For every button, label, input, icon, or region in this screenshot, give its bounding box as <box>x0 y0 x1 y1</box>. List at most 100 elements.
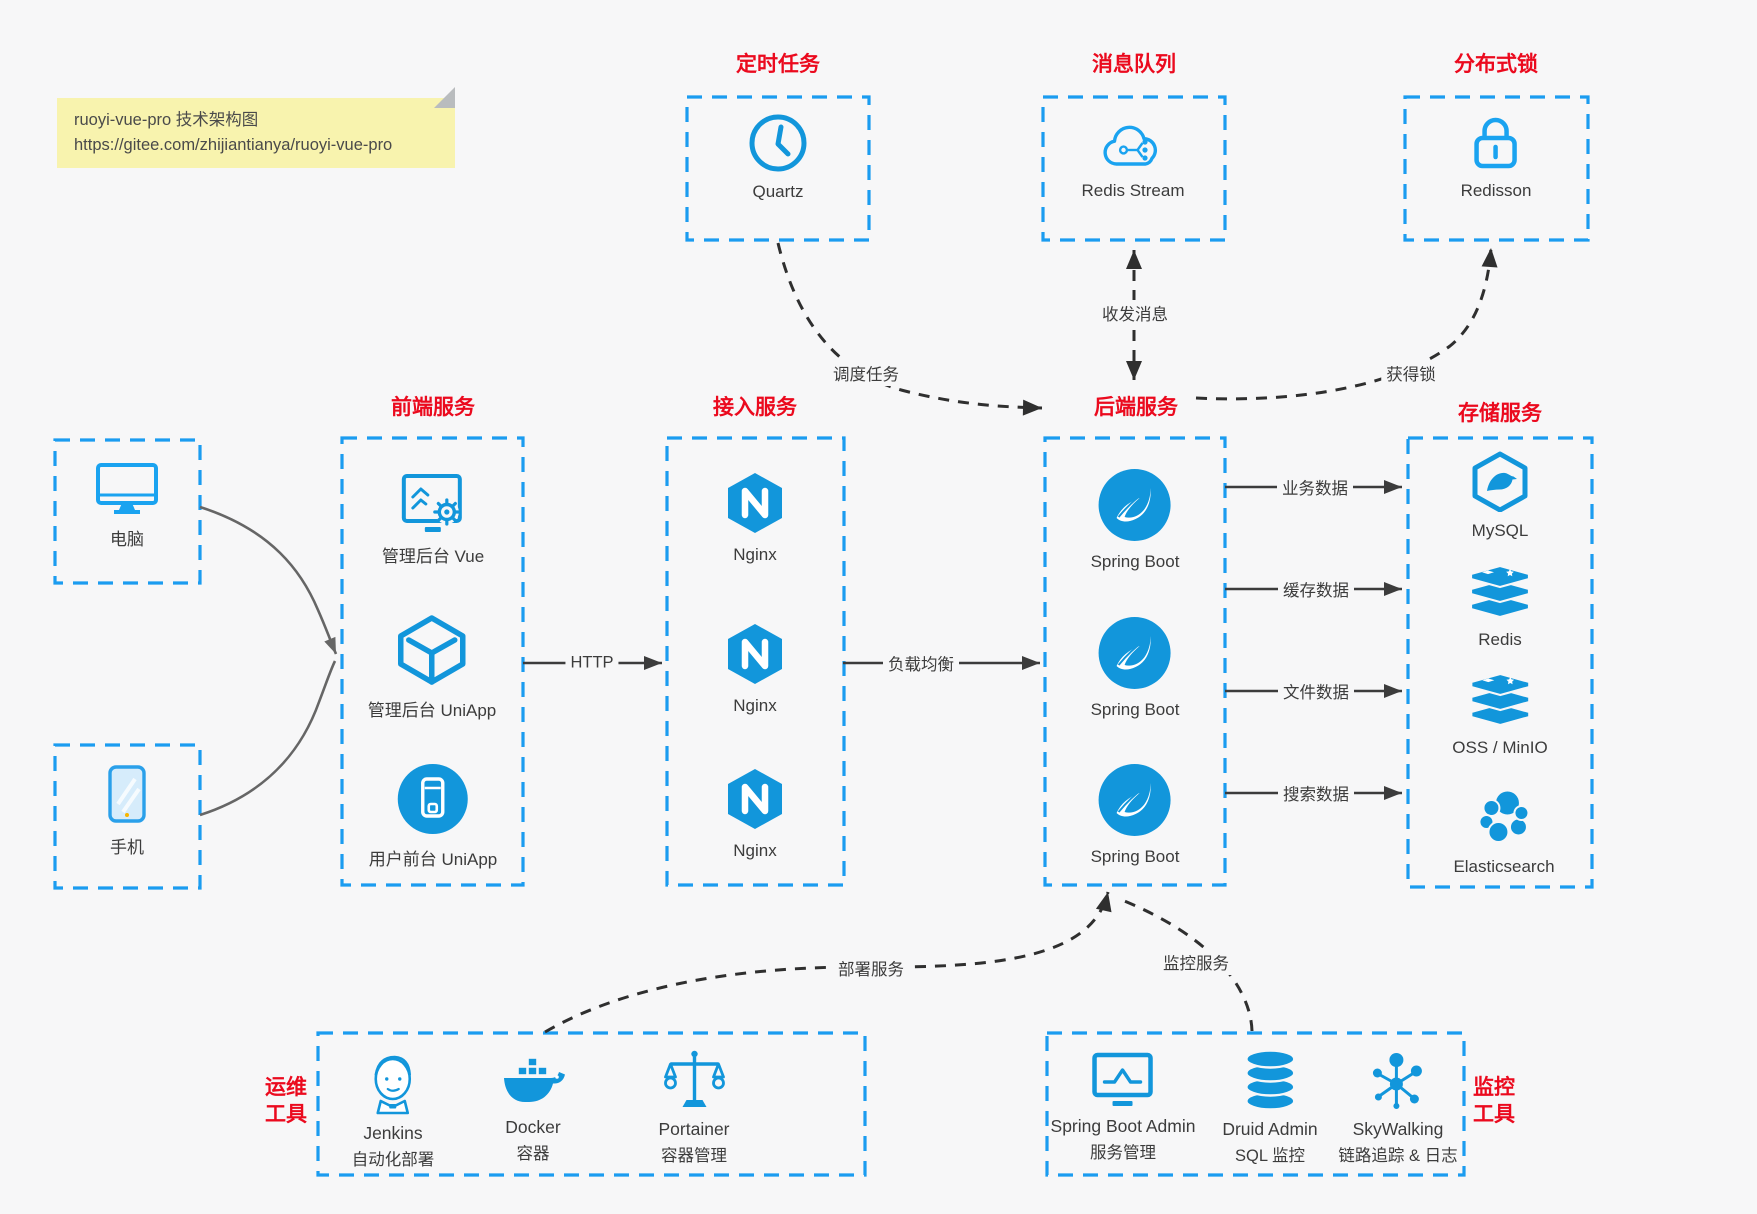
item-label: Redisson <box>1460 181 1532 200</box>
item-desc: 服务管理 <box>1089 1144 1156 1162</box>
access-item-nginx-1: Nginx <box>725 470 785 565</box>
phone-box <box>53 743 202 890</box>
edge-label-load-balance: 负载均衡 <box>883 650 959 676</box>
edge-label-deploy-service: 部署服务 <box>833 955 909 981</box>
druid-icon <box>1244 1049 1296 1111</box>
arrow-ops-backend <box>544 891 1112 1034</box>
edge-label-acquire-lock: 获得锁 <box>1381 360 1441 386</box>
arrow-backend-redisson <box>1195 247 1498 401</box>
jenkins-icon <box>374 1055 412 1115</box>
backend-title: 后端服务 <box>1094 396 1178 419</box>
item-label: Spring Boot <box>1090 847 1180 866</box>
monitor-icon <box>96 463 158 514</box>
cloud-mq-icon <box>1103 125 1158 166</box>
ops-tools-title-line1: 运维 <box>265 1076 307 1099</box>
item-label: Redis <box>1478 630 1522 649</box>
item-label: 手机 <box>110 838 144 857</box>
storage-title: 存储服务 <box>1458 402 1542 425</box>
message-queue-box <box>1041 95 1227 242</box>
ops-item-jenkins: Jenkins 自动化部署 <box>351 1048 435 1170</box>
ops-tools-box <box>316 1031 867 1177</box>
item-name: Jenkins <box>363 1123 423 1143</box>
storage-box <box>1406 436 1594 889</box>
lock-icon <box>1474 117 1518 169</box>
admin-vue-icon <box>402 474 462 532</box>
redis-icon <box>1469 564 1531 619</box>
monitor-tools-title: 监控 工具 <box>1473 1074 1515 1129</box>
message-queue-title: 消息队列 <box>1092 53 1176 76</box>
frontend-item-admin-vue: 管理后台 Vue <box>382 473 484 567</box>
spring-boot-icon <box>1099 617 1171 689</box>
pc-box <box>53 438 202 585</box>
elasticsearch-icon <box>1477 789 1529 843</box>
item-label: Elasticsearch <box>1453 857 1555 876</box>
backend-item-spring-3: Spring Boot <box>1090 762 1180 867</box>
note-url: https://gitee.com/zhijiantianya/ruoyi-vu… <box>74 135 393 154</box>
nginx-icon <box>728 769 782 829</box>
item-desc: 容器 <box>516 1145 550 1163</box>
storage-item-elasticsearch: Elasticsearch <box>1453 786 1555 877</box>
backend-box <box>1043 436 1227 887</box>
edge-label-search-data: 搜索数据 <box>1278 780 1354 806</box>
oss-minio-icon <box>1469 672 1531 727</box>
phone-icon <box>108 765 146 823</box>
ops-item-docker: Docker 容器 <box>499 1056 567 1164</box>
user-app-icon <box>397 764 468 834</box>
item-label: Redis Stream <box>1081 181 1185 200</box>
item-phone: 手机 <box>106 764 148 858</box>
item-label: 电脑 <box>110 530 144 549</box>
frontend-item-admin-uniapp: 管理后台 UniApp <box>368 613 496 721</box>
item-name: Docker <box>505 1117 561 1137</box>
backend-item-spring-1: Spring Boot <box>1091 467 1179 572</box>
frontend-title: 前端服务 <box>391 396 475 419</box>
access-item-nginx-3: Nginx <box>725 766 785 861</box>
monitor-item-sba: Spring Boot Admin 服务管理 <box>1050 1051 1196 1163</box>
item-name: Spring Boot Admin <box>1050 1116 1196 1136</box>
item-desc: 自动化部署 <box>351 1151 435 1169</box>
note-fold-corner <box>434 87 455 108</box>
item-label: 管理后台 Vue <box>381 547 485 566</box>
item-label: Quartz <box>752 182 804 201</box>
arrow-quartz-backend <box>776 242 1043 416</box>
storage-item-mysql: MySQL <box>1470 450 1530 541</box>
spring-boot-icon <box>1099 469 1171 541</box>
edge-label-business-data: 业务数据 <box>1277 474 1353 500</box>
distributed-lock-box <box>1403 95 1590 242</box>
connector-phone-frontend <box>199 660 337 817</box>
item-label: 管理后台 UniApp <box>367 701 497 720</box>
docker-icon <box>504 1057 565 1102</box>
item-label: OSS / MinIO <box>1452 738 1548 757</box>
item-quartz: Quartz <box>748 113 808 202</box>
spring-boot-admin-icon <box>1092 1052 1154 1106</box>
frontend-item-user-uniapp: 用户前台 UniApp <box>369 762 497 870</box>
access-title: 接入服务 <box>713 396 797 419</box>
frontend-box <box>340 436 525 887</box>
item-name: SkyWalking <box>1352 1119 1444 1139</box>
item-label: Nginx <box>733 841 777 860</box>
item-label: Spring Boot <box>1090 700 1180 719</box>
storage-item-oss-minio: OSS / MinIO <box>1452 671 1548 758</box>
distributed-lock-title: 分布式锁 <box>1454 53 1538 76</box>
access-box <box>665 436 846 887</box>
edge-label-schedule-job: 调度任务 <box>828 360 904 386</box>
item-name: Portainer <box>658 1119 730 1139</box>
storage-item-redis: Redis <box>1467 563 1533 650</box>
edge-label-cache-data: 缓存数据 <box>1278 576 1354 602</box>
scheduled-job-box <box>685 95 871 242</box>
monitor-tools-title-line1: 监控 <box>1473 1076 1515 1099</box>
item-pc: 电脑 <box>95 462 159 550</box>
sticky-note: ruoyi-vue-pro 技术架构图 https://gitee.com/zh… <box>57 87 455 168</box>
monitor-item-druid: Druid Admin SQL 监控 <box>1222 1048 1318 1166</box>
note-title: ruoyi-vue-pro 技术架构图 <box>74 111 259 129</box>
item-label: MySQL <box>1471 521 1529 540</box>
skywalking-icon <box>1372 1053 1422 1109</box>
edge-label-send-receive-message: 收发消息 <box>1097 300 1173 326</box>
connector-pc-frontend <box>199 505 338 655</box>
clock-icon <box>749 114 807 172</box>
ops-item-portainer: Portainer 容器管理 <box>658 1048 730 1166</box>
item-desc: 容器管理 <box>660 1147 727 1165</box>
edge-label-monitor-service: 监控服务 <box>1158 949 1234 975</box>
monitor-tools-box <box>1045 1031 1466 1177</box>
ops-tools-title: 运维 工具 <box>265 1074 307 1129</box>
